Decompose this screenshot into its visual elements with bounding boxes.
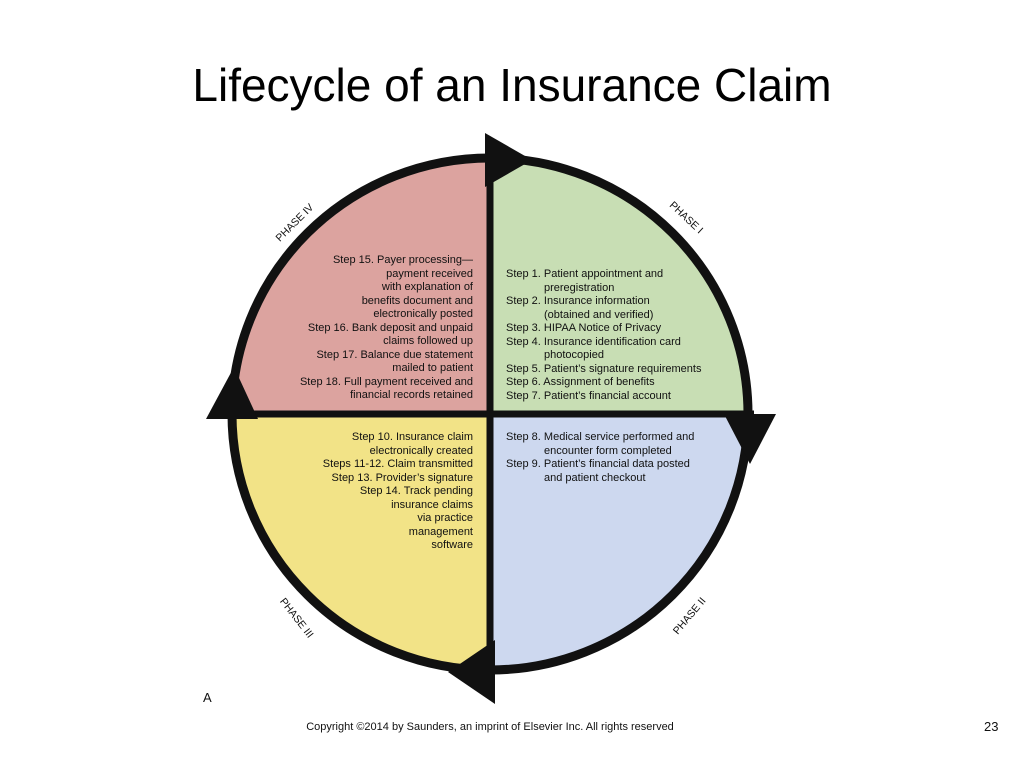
step-line: Step 13. Provider’s signature [331,471,473,484]
quadrant-phase-3 [232,414,490,670]
step-line: Step 8. Medical service performed and [506,431,695,443]
step-line: mailed to patient [392,362,473,374]
step-line: management [408,525,473,538]
step-line: electronically created [369,444,473,457]
step-line: Step 18. Full payment received and [299,375,473,388]
quadrant-phase-4 [232,158,490,414]
step-line: preregistration [544,281,615,294]
step-line: photocopied [544,349,604,361]
step-line: insurance claims [391,498,473,511]
step-line: and patient checkout [544,471,646,484]
arrow-top-icon [485,133,532,187]
step-line: encounter form completed [544,444,672,457]
phase-2-label: PHASE II [671,595,709,637]
phase-3-steps: Step 10. Insurance claim electronically … [262,431,473,553]
step-line: Steps 11-12. Claim transmitted [322,458,473,470]
step-line: Step 16. Bank deposit and unpaid [307,321,473,334]
step-line: benefits document and [361,294,473,307]
slide-title: Lifecycle of an Insurance Claim [192,59,832,111]
quadrant-phase-2 [490,414,748,670]
step-line: (obtained and verified) [544,308,654,321]
phase-2-steps: Step 8. Medical service performed and en… [506,431,731,485]
step-line: Step 4. Insurance identification card [506,335,681,348]
step-line: Step 2. Insurance information [506,295,650,307]
step-line: Step 15. Payer processing— [332,254,473,266]
step-line: financial records retained [350,389,473,401]
step-line: electronically posted [373,308,473,320]
step-line: via practice [417,512,473,524]
step-line: Step 5. Patient’s signature requirements [506,362,702,375]
step-line: claims followed up [383,335,473,347]
step-line: Step 7. Patient’s financial account [506,389,671,402]
step-line: Step 17. Balance due statement [316,348,473,361]
step-line: Step 3. HIPAA Notice of Privacy [506,322,662,334]
step-line: Step 6. Assignment of benefits [506,376,655,388]
step-line: Step 9. Patient’s financial data posted [506,458,690,470]
arrow-left-icon [206,367,258,419]
page-number: 23 [984,719,999,734]
arrow-bottom-icon [448,640,495,704]
step-line: software [431,539,473,551]
step-line: Step 14. Track pending [359,485,473,497]
figure-letter: A [203,690,212,705]
phase-1-steps: Step 1. Patient appointment and preregis… [506,268,731,403]
phase-4-steps: Step 15. Payer processing— payment recei… [262,254,473,403]
step-line: Step 10. Insurance claim [351,431,473,443]
quadrant-phase-1 [490,158,748,414]
step-line: payment received [386,267,473,280]
step-line: Step 1. Patient appointment and [506,268,664,280]
step-line: with explanation of [381,281,473,293]
copyright-notice: Copyright ©2014 by Saunders, an imprint … [306,721,674,733]
arrow-right-icon [724,414,776,464]
